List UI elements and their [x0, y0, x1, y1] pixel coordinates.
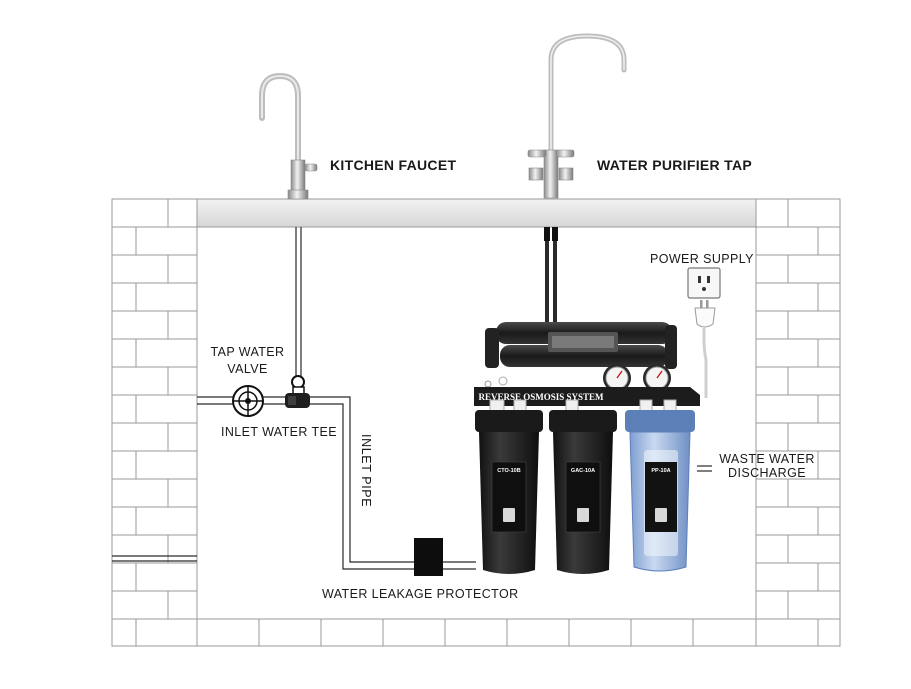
right-brick-wall: [755, 198, 841, 647]
tap-water-valve-icon: [232, 385, 264, 417]
bottom-brick-row: [196, 618, 757, 647]
tap-water-valve-line1: TAP WATER: [210, 345, 285, 359]
tap-water-valve-label: TAP WATER VALVE: [200, 345, 295, 376]
filter-label-2: GAC-10A: [571, 468, 595, 474]
purifier-tap-icon: [527, 33, 627, 199]
inlet-water-tee-icon: [285, 375, 310, 408]
waste-water-discharge-label: WASTE WATER DISCHARGE: [714, 452, 820, 480]
tap-water-valve-line2: VALVE: [227, 362, 268, 376]
water-leakage-protector-icon: [414, 538, 443, 576]
waste-discharge-pipe: [697, 465, 712, 472]
filter-label-1: CTO-10B: [497, 468, 520, 474]
faucet-supply-pipe: [295, 227, 302, 378]
power-plug-icon: [694, 300, 716, 398]
power-supply-label: POWER SUPPLY: [650, 252, 754, 266]
inlet-pipe: [308, 396, 476, 570]
inlet-pipe-label: INLET PIPE: [359, 434, 373, 508]
ro-bracket-title: REVERSE OSMOSIS SYSTEM: [478, 392, 604, 402]
countertop: [196, 198, 757, 228]
left-brick-wall: [111, 198, 198, 647]
main-water-pipe: [197, 396, 286, 405]
wall-supply-pipe: [112, 555, 197, 562]
purifier-feed-tubes: [544, 227, 558, 327]
waste-water-line1: WASTE WATER: [719, 452, 815, 466]
filter-label-3: PP-10A: [651, 468, 670, 474]
kitchen-faucet-label: KITCHEN FAUCET: [330, 157, 457, 173]
water-purifier-tap-label: WATER PURIFIER TAP: [597, 157, 752, 173]
power-outlet-icon: [687, 267, 721, 299]
reverse-osmosis-unit: [474, 322, 700, 574]
kitchen-faucet-icon: [259, 72, 318, 200]
waste-water-line2: DISCHARGE: [728, 466, 806, 480]
water-leakage-protector-label: WATER LEAKAGE PROTECTOR: [322, 587, 519, 601]
inlet-water-tee-label: INLET WATER TEE: [221, 425, 337, 439]
